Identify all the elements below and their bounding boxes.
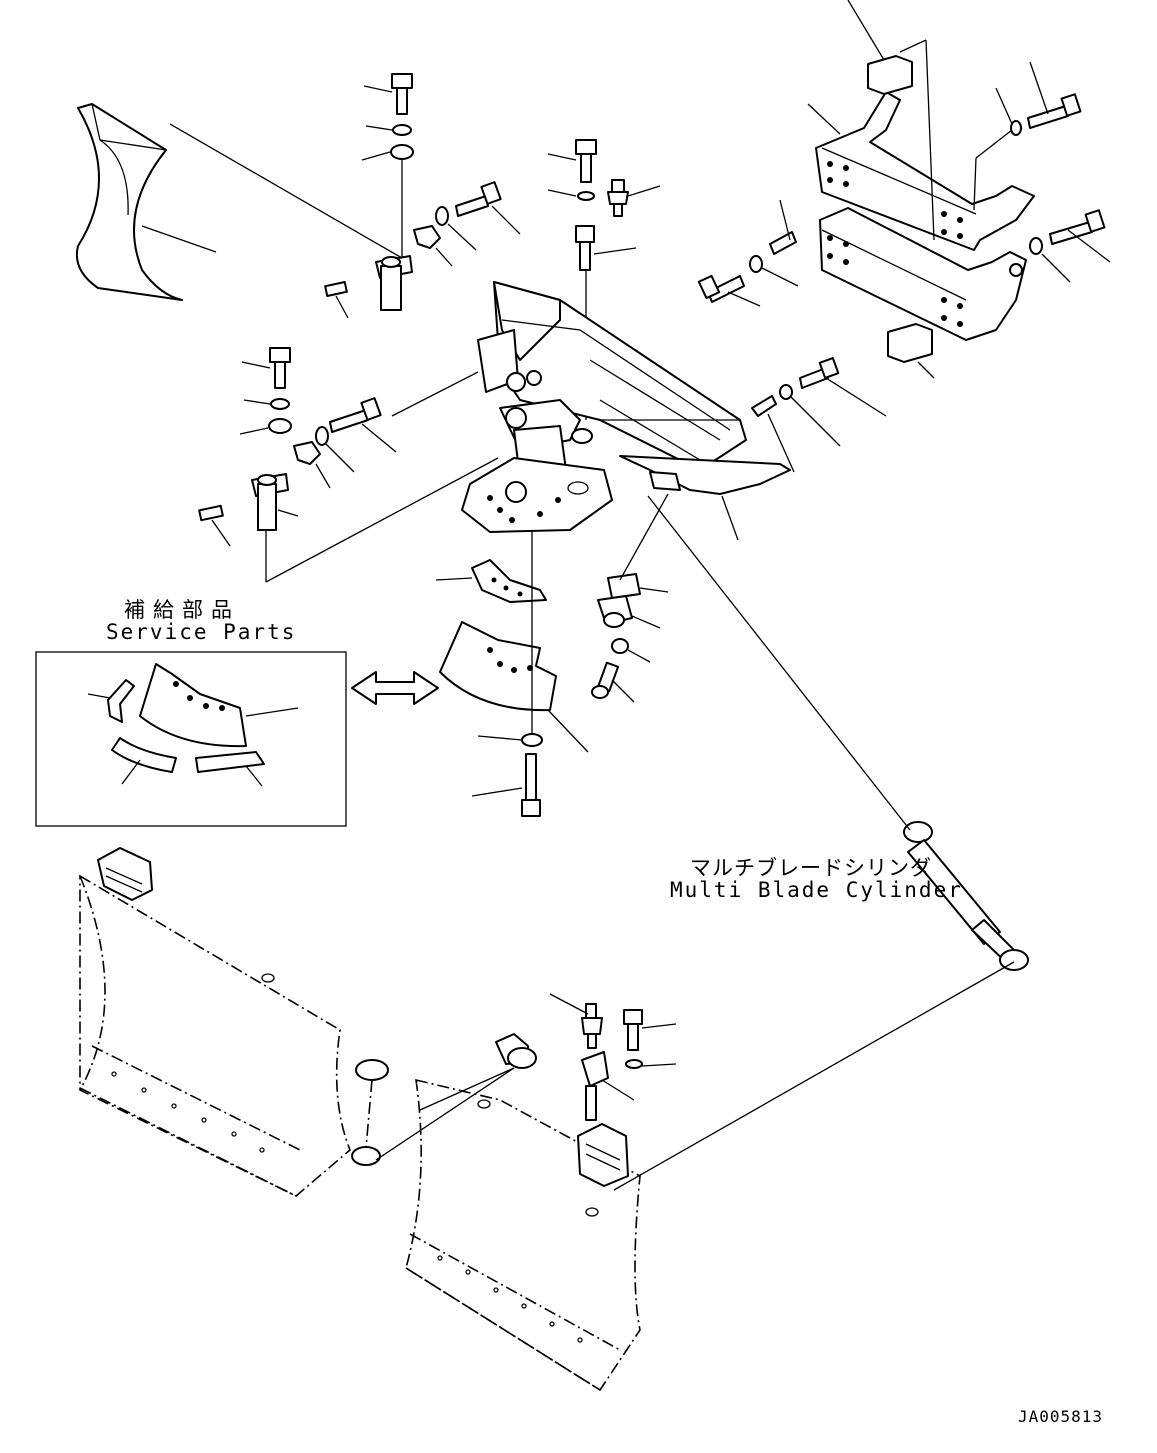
double-arrow-icon [351,671,439,705]
right-blade [405,1078,641,1392]
frame-right-bolt [721,357,887,541]
shim-plate [435,559,547,603]
grease-nipple-top [607,179,661,217]
mounting-bracket-upper [807,91,1035,251]
cylinder-label-en: Multi Blade Cylinder [670,878,963,902]
bracket-bolts [697,61,1111,307]
bolt-stack-lower [239,347,292,435]
left-blade [79,847,389,1197]
service-parts-label-jp: 補給部品 [124,598,240,622]
stopper-assembly [591,493,669,703]
drawing-number: JA005813 [1018,1407,1104,1426]
blade-pivot-parts [375,993,677,1161]
service-parts-label-en: Service Parts [106,620,297,644]
multi-blade-cylinder [613,495,1029,1191]
wear-plate [439,621,589,753]
clip-lower [293,426,355,489]
service-parts-box [35,651,347,827]
clip-upper [413,206,477,267]
long-bolt-upper [455,181,521,235]
main-frame [461,281,791,533]
bracket-blocks [847,0,935,379]
cylinder-label-jp: マルチブレードシリンダ [690,856,932,880]
bolt-stack-upper [361,73,414,258]
assembly-lines [169,123,499,583]
long-bolt-lower [329,397,397,453]
mounting-bracket-lower [819,207,1027,341]
service-parts-contents [87,663,299,787]
pivot-pin-upper [324,255,413,319]
center-bolt-bottom [471,530,543,817]
blade-end-plate [76,103,217,301]
pivot-pin-lower [198,473,299,582]
